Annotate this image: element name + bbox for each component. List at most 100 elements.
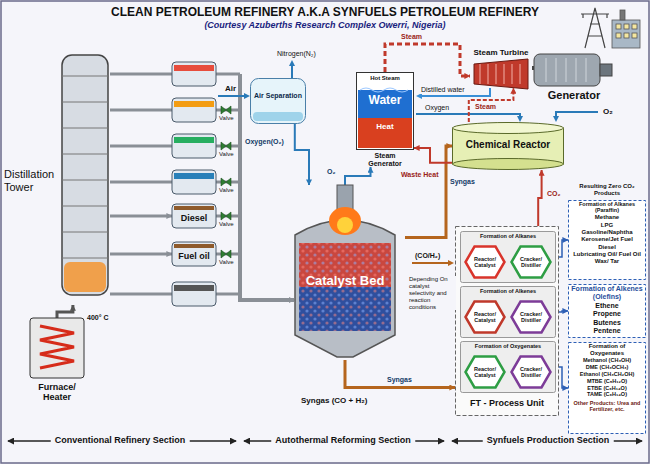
pipe-connector [405,146,452,238]
process-hexagon-shape [512,247,551,278]
distillation-tower-shape [62,258,108,259]
node-text: LPG [571,222,643,229]
steam-turbine-shape [496,64,497,84]
pipe-connector [469,88,514,122]
section-label: Autothermal Reforming Section [271,435,415,445]
section-label: Conventional Refinery Section [51,435,190,445]
node-text: Propene [571,310,643,318]
power-station [616,24,621,29]
pipe-connector [57,305,73,318]
power-pylon [581,8,609,48]
chemical-reactor: Chemical Reactor [452,122,564,170]
steam-generator-shape [358,90,412,118]
node-text: Water [358,94,412,108]
reformer-vessel-shape [299,243,391,331]
callout-label: Valve [218,115,235,122]
callout-label: 400° C [86,314,109,322]
product-tank: Fuel oil [172,242,216,266]
node-text: Reactor/ Catalyst [470,366,500,379]
air-separator-shape [253,112,303,121]
node-text: Hot Steam [358,75,412,82]
product-list-shape [569,285,646,338]
distillation-tower-shape [62,232,108,233]
product-list: Formation of Alkenes (Olefins)EtheneProp… [568,284,646,338]
node-text: Methane [571,214,643,221]
pipe-connector [414,148,452,163]
air-separator-shape [250,78,306,124]
callout-label: Nitrogen(N₂) [276,50,317,58]
node-text: Gasoline/Naphtha [571,229,643,236]
node-text: Formation of Alkanes (Paraffin) [571,201,643,214]
pipe [216,74,240,294]
node-text: Resulting Zero CO₂ Products [570,183,644,197]
distillation-tower-shape [62,128,108,129]
storage-tank [172,98,216,122]
storage-tank [172,62,216,306]
node-text: Steam Turbine [472,48,530,57]
power-station [624,33,629,38]
steam-generator-shape [357,73,414,150]
flow-label: CO₂ [546,190,562,198]
node-text: Formation of Oxygenates [571,343,643,357]
product-list-shape [569,343,646,434]
steam-generator: Hot SteamWaterHeatSteam Generator [356,72,414,167]
callout-label: Syngas (CO + H₂) [300,396,368,405]
generator-shape [586,58,587,82]
reformer-vessel: Catalyst Bed [285,185,405,360]
arrowhead [553,116,559,122]
callout-label: Depending On catalyst selectivity and re… [408,276,456,310]
callout-label: Oxygen [424,104,450,112]
flow-label: Oxygen(O₂) [244,138,285,146]
process-panel-shape [461,342,556,393]
node-text: Formation of Oxygenates [462,343,554,349]
storage-tank [174,173,214,179]
distillation-tower-shape [62,180,108,181]
diagram-title: CLEAN PETROLEUM REFINERY A.K.A SYNFUELS … [0,5,650,19]
node-text: Steam Generator [358,152,412,168]
generator-shape [534,54,600,86]
pipe-connector [538,170,541,226]
products-heading: Resulting Zero CO₂ Products [568,182,646,199]
generator-shape [566,58,567,82]
callout-label: (CO/H₂) [414,252,441,260]
node-text: Cracker/ Distiller [516,256,546,269]
distillation-tower-shape [62,206,108,207]
node-text: Cracker/ Distiller [516,366,546,379]
ft-process-unit-shape [456,227,559,416]
steam-turbine-shape [480,64,481,84]
distillation-tower-shape [62,102,108,103]
power-station [612,10,640,48]
flow-label: O₂ [326,168,337,176]
pipe-connector [110,253,172,256]
node-text: FT - Process Unit [457,398,557,408]
node-text: Cracker/ Distiller [516,311,546,324]
gas-line [218,95,248,97]
distillation-tower-shape [62,55,108,295]
furnace: Furnace/ Heater [22,318,92,410]
reformer-vessel-shape [337,217,353,233]
generator: Generator [534,52,614,102]
process-hexagon-shape [512,357,551,388]
process-hexagon: Reactor/ Catalyst [464,300,506,334]
power-station [632,33,637,38]
flow-label: Steam [400,33,423,41]
callout-label: Valve [218,187,235,194]
pipe-connector [345,360,455,388]
node-text: Catalyst Bed [299,274,391,289]
node-text: Diesel [174,213,214,223]
storage-tank [172,282,216,306]
node-text: Wax/ Tar [571,258,643,265]
product-tank-shape [174,206,214,210]
gas-line [556,112,598,118]
steam-generator-shape [360,88,408,92]
chemical-reactor-shape [453,159,564,170]
valve-symbol [221,178,231,186]
flow-label: Steam [474,103,497,111]
diagram-caption: (Courtesy Azuberths Research Complex Owe… [0,20,650,30]
generator-shape [556,58,557,82]
generator-shape [576,58,577,82]
product-list: Formation of OxygenatesMethanol (CH₃OH)D… [568,342,646,434]
storage-tank [172,134,216,158]
steam-turbine: Steam Turbine [470,48,532,88]
